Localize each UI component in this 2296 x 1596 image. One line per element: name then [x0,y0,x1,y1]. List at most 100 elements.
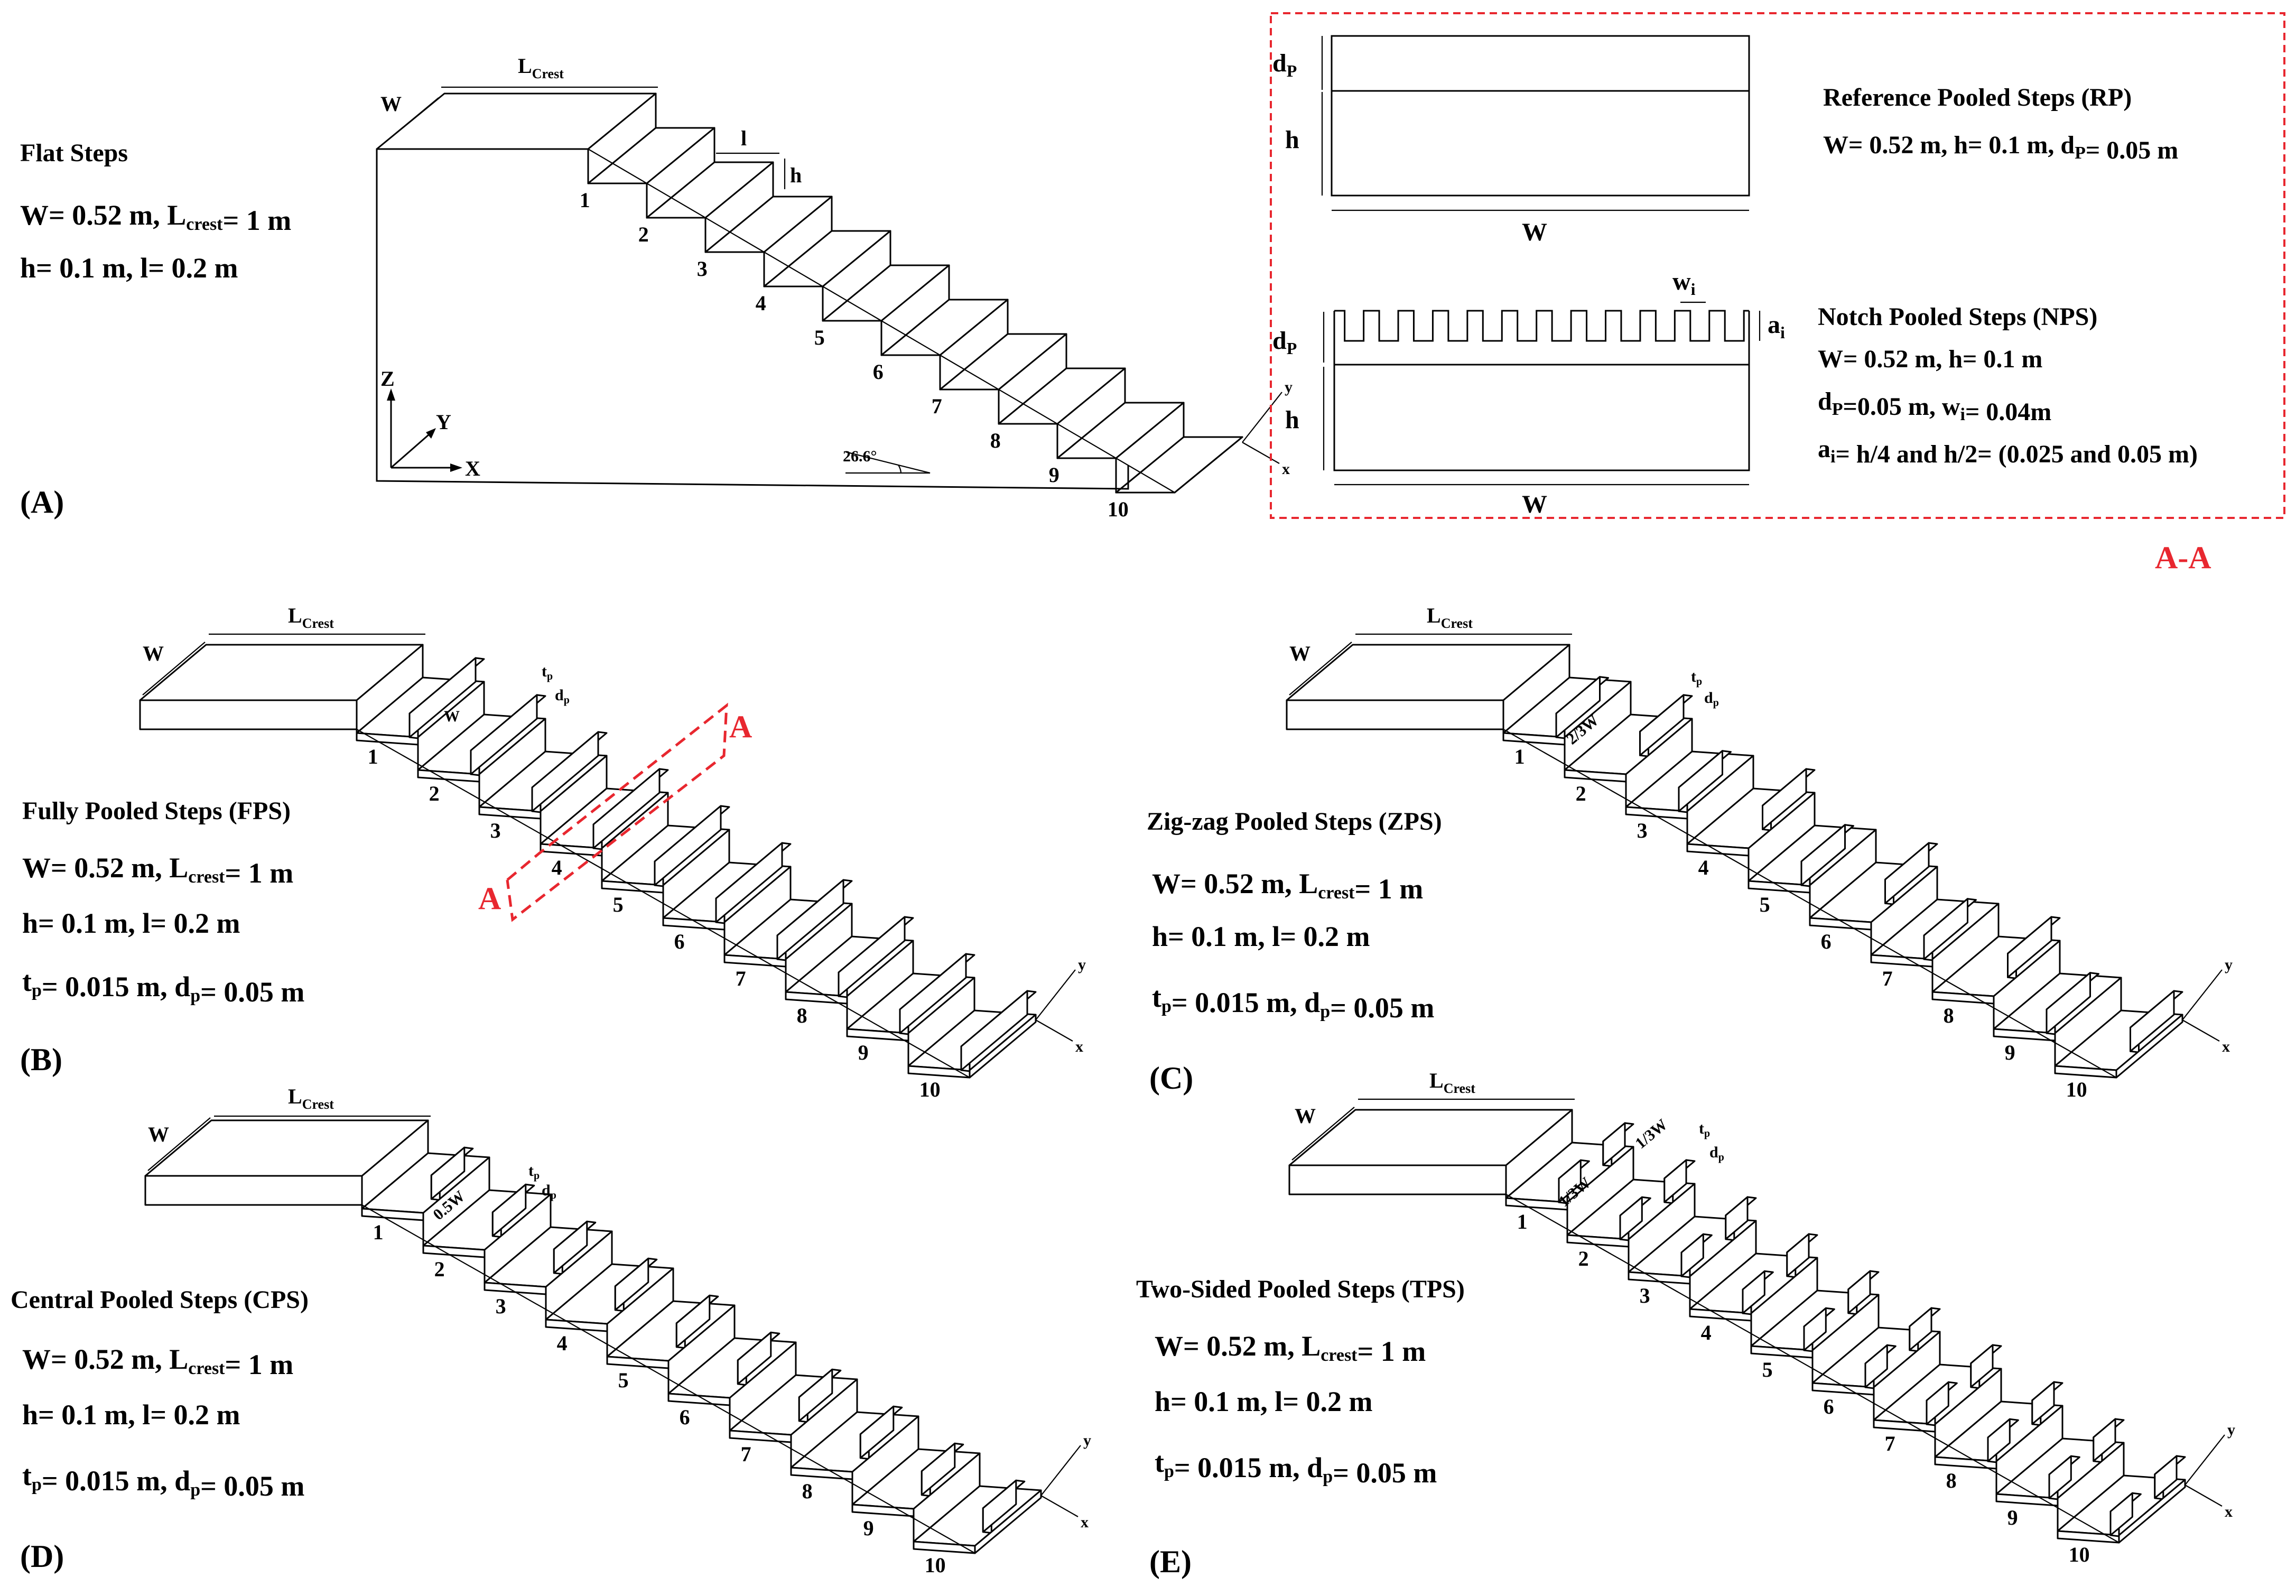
local-axis-y [1035,969,1076,1020]
pool-sill-face [838,916,906,997]
cps-width-dim [147,1117,211,1171]
tps-dp-sub: p [1718,1152,1724,1163]
end-face [1174,436,1243,494]
rp-h-label: h [1285,126,1299,154]
tps-width-dim [1291,1107,1355,1161]
step-number-7: 7 [1885,1432,1895,1455]
tps-dp-label: dp [1709,1144,1724,1163]
step-number-1: 1 [1517,1210,1528,1233]
local-axis-x-label: x [2225,1503,2233,1520]
step-number-3: 3 [490,819,501,842]
axis-x-arrow [450,463,462,472]
pool-sill-face [1803,1307,1827,1351]
step-number-10: 10 [925,1553,946,1577]
step-number-7: 7 [932,394,942,418]
step-number-3: 3 [1640,1284,1650,1307]
pool-sill-face [1847,1270,1871,1314]
step-number-6: 6 [1824,1395,1834,1418]
slope-base-line [1503,729,2117,1078]
flat-base-outline [376,149,1129,490]
step-number-6: 6 [674,930,685,953]
step-number-9: 9 [863,1516,874,1540]
step-number-10: 10 [2066,1078,2087,1101]
flat-crest-label: LCrest [518,54,564,81]
pool-sill-face [921,1442,956,1496]
tps-crest-label: LCrest [1429,1069,1475,1096]
local-axis-y [2185,1434,2225,1486]
local-axis-x-label: x [2222,1038,2230,1055]
zps-dp-sub: p [1713,697,1719,709]
step-number-2: 2 [638,222,649,246]
pool-sill-face [408,657,477,738]
pool-sill-face [1926,1381,1949,1425]
pool-sill-face [1663,1159,1687,1203]
pool-sill-face [654,805,722,886]
step-number-4: 4 [756,291,766,315]
panel-c-title: Zig-zag Pooled Steps (ZPS) [1147,808,1442,836]
nps-w-label: W [1522,490,1547,518]
nps-dp-label: dP [1272,327,1297,358]
step-number-3: 3 [697,257,708,281]
step-number-2: 2 [434,1257,445,1281]
panel-e-label: (E) [1149,1544,1192,1579]
zps-tp-label: tp [1691,668,1702,688]
step-number-3: 3 [496,1294,506,1318]
local-axis-y-label: y [1285,378,1293,396]
step-number-3: 3 [1637,819,1648,842]
local-axis-x-label: x [1081,1514,1089,1531]
panel-e-spec-1: W= 0.52 m, Lcrest= 1 m [1155,1330,1426,1367]
slope-angle-triangle [845,451,931,474]
panel-a: Flat Steps W= 0.52 m, Lcrest= 1 m h= 0.1… [20,54,1293,521]
zps-dp-main: d [1704,689,1713,707]
pool-sill-face [1800,824,1846,886]
zps-width-label: W [1289,642,1310,665]
step-number-5: 5 [613,893,624,916]
panel-d-spec-2: h= 0.1 m, l= 0.2 m [22,1399,240,1431]
reference-pooled-section: dP h W Reference Pooled Steps (RP) W= 0.… [1272,35,2178,246]
step-number-9: 9 [2007,1506,2018,1529]
step-number-6: 6 [873,360,884,384]
slope-base-line [588,149,1175,493]
pool-sill-face [1786,1233,1810,1277]
end-face [2118,1479,2186,1544]
pool-sill-face [470,694,538,775]
panel-b-label: (B) [20,1042,62,1077]
flat-width-label: W [380,92,402,116]
nps-spec-1: W= 0.52 m, h= 0.1 m [1818,345,2042,373]
step-number-4: 4 [1701,1321,1712,1344]
fps-dp-label: dp [555,686,570,706]
cps-tp-label: tp [528,1162,540,1182]
cps-dp-main: d [542,1182,551,1199]
pool-sill-face [531,731,599,812]
slope-angle-label: 26.6° [843,448,877,465]
pool-sill-face [1678,750,1723,812]
panel-b-title: Fully Pooled Steps (FPS) [22,797,291,825]
step-number-9: 9 [2005,1041,2015,1064]
step-number-2: 2 [1576,782,1586,805]
zps-width-dim [1289,642,1352,695]
step-number-4: 4 [552,856,562,879]
tps-crest-label-sub: Crest [1444,1081,1476,1096]
fps-pool-width-label: W [444,708,460,725]
panel-a-spec-2: h= 0.1 m, l= 0.2 m [20,252,238,284]
step-number-4: 4 [557,1331,568,1355]
zps-crest-label-main: L [1427,604,1441,627]
local-axis-x [2185,1484,2223,1507]
zps-crest-label-sub: Crest [1441,616,1473,631]
step-number-5: 5 [1760,893,1770,916]
panel-d-spec-3: tp= 0.015 m, dp= 0.05 m [22,1460,304,1502]
pool-sill-face [2007,916,2052,978]
step-number-8: 8 [802,1479,813,1503]
panel-d-spec-1: W= 0.52 m, Lcrest= 1 m [22,1343,293,1380]
pool-sill-face [1680,1233,1704,1277]
step-number-4: 4 [1698,856,1709,879]
local-axis-y [1040,1445,1081,1496]
step-number-7: 7 [736,967,746,990]
pool-sill-face [491,1183,527,1237]
step-number-6: 6 [680,1405,690,1429]
